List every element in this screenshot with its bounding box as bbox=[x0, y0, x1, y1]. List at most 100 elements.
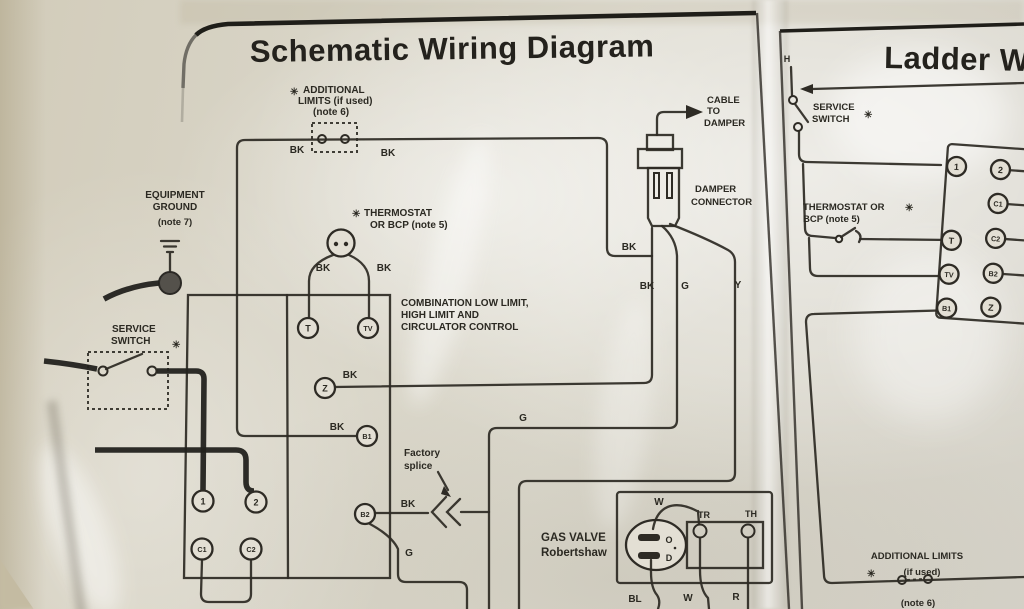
damper-connector-pin bbox=[653, 172, 660, 199]
star-icon: ✳ bbox=[864, 110, 873, 121]
equipment-ground-label: GROUND bbox=[153, 202, 197, 213]
terminal-b1 bbox=[936, 297, 958, 319]
terminal-1-label: 1 bbox=[954, 162, 960, 172]
wire-bk-top-loop bbox=[235, 136, 654, 438]
gas-valve-label: GAS VALVE bbox=[541, 532, 606, 544]
cable-to-damper-label: TO bbox=[707, 106, 720, 117]
additional-limits-label: ADDITIONAL bbox=[303, 85, 365, 96]
wire-label-bk: BK bbox=[622, 242, 637, 253]
ground-lug bbox=[158, 271, 182, 295]
arrow-left-icon bbox=[800, 84, 813, 94]
ladder-title: Ladder Wi bbox=[884, 40, 1024, 78]
wire-cable-to-damper bbox=[655, 110, 688, 137]
gas-valve-connector bbox=[624, 518, 688, 572]
terminal-2-label: 2 bbox=[998, 165, 1004, 175]
terminal-c2-label: C2 bbox=[991, 234, 1001, 244]
thermostat-contact bbox=[343, 241, 349, 247]
damper-connector-body bbox=[646, 166, 681, 228]
wire-label-g: G bbox=[519, 413, 527, 424]
additional-limits-switch bbox=[906, 578, 924, 581]
tr-th-terminal-block bbox=[685, 520, 765, 570]
terminal-z bbox=[313, 376, 337, 400]
wire-label-bk: BK bbox=[377, 263, 392, 274]
terminal-z-label: Z bbox=[322, 384, 328, 394]
wire-label-w: W bbox=[654, 497, 664, 508]
cable-to-damper-label: DAMPER bbox=[704, 118, 745, 129]
damper-connector-label: DAMPER bbox=[695, 184, 736, 195]
equipment-ground-label: (note 7) bbox=[158, 217, 192, 228]
service-switch-label: SWITCH bbox=[812, 114, 850, 125]
thermostat-label: OR BCP (note 5) bbox=[370, 220, 448, 231]
terminal-tv bbox=[938, 263, 960, 285]
switch-blade bbox=[793, 102, 810, 124]
terminal-1-label: 1 bbox=[200, 497, 205, 507]
switch-blade bbox=[104, 352, 144, 371]
thermostat-label: THERMOSTAT bbox=[364, 208, 432, 219]
paper-wrinkle-highlight bbox=[855, 250, 1005, 420]
wire-label-bk: BK bbox=[401, 499, 416, 510]
wire-label-bk: BK bbox=[316, 263, 331, 274]
terminal-t bbox=[296, 316, 320, 340]
star-icon: ✳ bbox=[352, 209, 361, 220]
additional-limits-label: LIMITS (if used) bbox=[298, 96, 372, 107]
wire-bl bbox=[649, 558, 661, 609]
thermostat-symbol bbox=[834, 234, 844, 244]
thermostat-contact bbox=[333, 241, 339, 247]
additional-limits-label: (note 6) bbox=[313, 107, 349, 118]
wire-label-w: W bbox=[683, 593, 693, 604]
h-leg-label: H bbox=[784, 54, 791, 64]
panel-border-top bbox=[194, 10, 757, 37]
additional-limits-label: (note 6) bbox=[901, 598, 935, 609]
ladder-panel: Ladder Wi H SERVICE SWITCH ✳ THERMOSTAT … bbox=[778, 22, 1024, 609]
paper-wrinkle-highlight bbox=[830, 50, 1010, 180]
terminal-2 bbox=[244, 490, 268, 514]
wire-label-bk: BK bbox=[290, 145, 305, 156]
wire-thick-to-terminal1 bbox=[157, 368, 207, 491]
wire-bk-thermostat-left bbox=[307, 253, 335, 319]
gas-valve-slot bbox=[638, 534, 660, 541]
factory-splice-pointer bbox=[436, 470, 450, 492]
wire-label-bl: BL bbox=[628, 594, 641, 605]
star-icon: ✳ bbox=[290, 87, 299, 98]
wire-label-bk: BK bbox=[343, 370, 358, 381]
ladder-rung-tv bbox=[807, 236, 955, 278]
factory-splice-chevrons bbox=[430, 495, 462, 529]
arrow-right-icon bbox=[686, 105, 703, 119]
terminal-b2-label: B2 bbox=[988, 269, 998, 279]
combination-control-label: CIRCULATOR CONTROL bbox=[401, 322, 518, 333]
wire-label-r: R bbox=[732, 592, 740, 603]
panel-border-right bbox=[755, 12, 791, 609]
terminal-tr bbox=[692, 523, 708, 539]
additional-limits-switch-box bbox=[311, 122, 358, 153]
factory-splice-arrowhead bbox=[441, 486, 451, 497]
combination-control-label: HIGH LIMIT AND bbox=[401, 310, 479, 321]
gas-valve-terminal-d: D bbox=[666, 553, 673, 563]
wire-label-g: G bbox=[681, 281, 689, 292]
terminal-b2-label: B2 bbox=[360, 510, 369, 519]
damper-connector-cap bbox=[645, 133, 675, 152]
service-switch-label: SERVICE bbox=[112, 324, 156, 335]
panel-border-corner bbox=[181, 33, 198, 89]
wire-bk-thermostat-right bbox=[347, 253, 371, 319]
terminal-c1-label: C1 bbox=[197, 545, 206, 554]
panel-border-top bbox=[779, 22, 1024, 33]
wire-w-valve-to-tr bbox=[651, 504, 701, 531]
terminal-z-label: Z bbox=[988, 303, 995, 313]
panel-border-fade bbox=[180, 87, 185, 123]
terminal-tv-label: TV bbox=[944, 270, 954, 280]
ladder-rung-1 bbox=[797, 129, 943, 167]
terminal-c1-label: C1 bbox=[993, 199, 1003, 209]
ground-symbol-icon bbox=[159, 239, 181, 273]
cable-to-damper-label: CABLE bbox=[707, 95, 740, 106]
switch-terminal bbox=[146, 365, 158, 377]
terminal-tr-label: TR bbox=[698, 510, 710, 520]
combination-control-divider bbox=[285, 293, 290, 580]
service-switch-label: SERVICE bbox=[813, 102, 855, 113]
factory-splice-label: Factory bbox=[404, 448, 441, 459]
gas-valve-terminal-o: O bbox=[665, 535, 672, 545]
service-switch-box bbox=[87, 351, 169, 410]
gas-valve-dot bbox=[673, 546, 677, 550]
switch-terminal bbox=[97, 365, 109, 377]
wire-thick-hot-in bbox=[43, 358, 98, 372]
